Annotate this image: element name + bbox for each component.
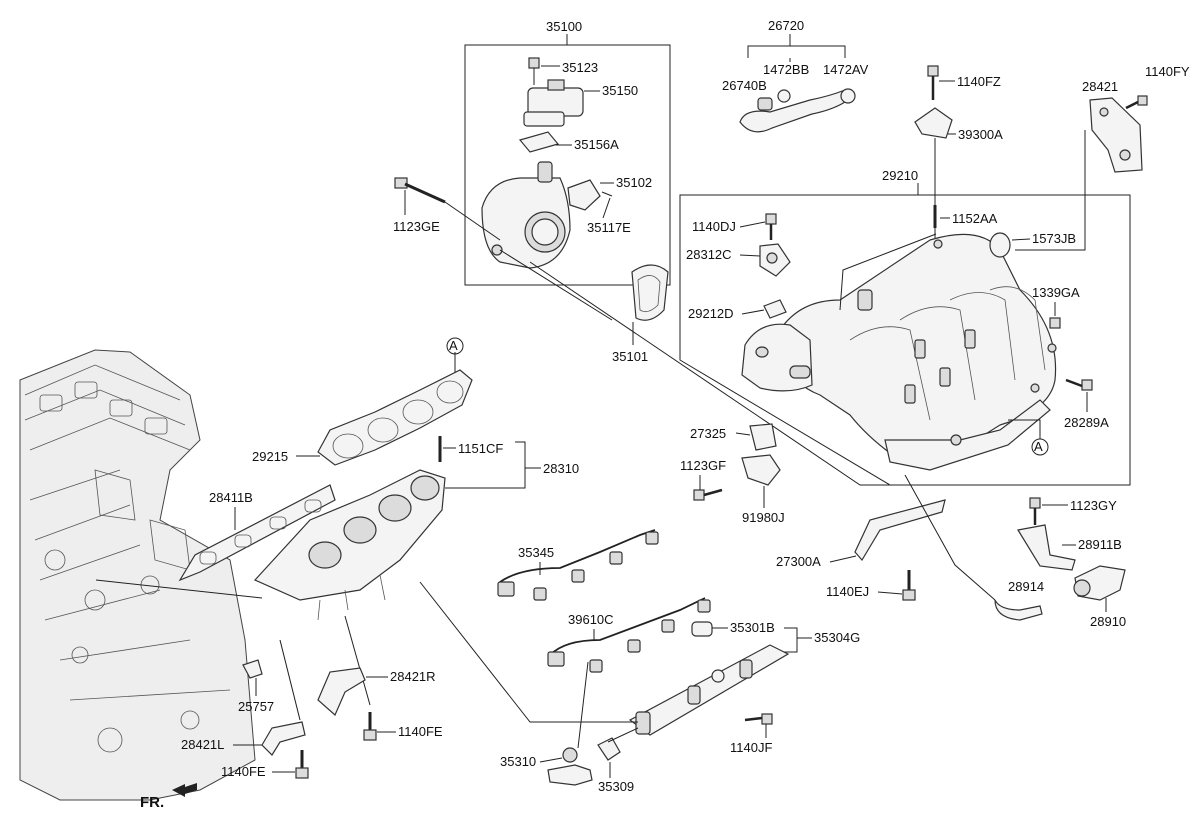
- label-1123GF: 1123GF: [680, 458, 726, 473]
- label-26720: 26720: [768, 18, 804, 33]
- throttle-body-group: [464, 34, 671, 286]
- label-27300A: 27300A: [776, 554, 821, 569]
- label-28411B: 28411B: [209, 490, 253, 505]
- label-28914: 28914: [1008, 579, 1044, 594]
- fuel-rail: [628, 621, 790, 736]
- bracket-28421l: [261, 721, 309, 779]
- gasket-35156a: [518, 131, 560, 153]
- bracket-28421: [1089, 95, 1148, 173]
- intake-manifold-group: [679, 183, 1131, 486]
- label-1151CF: 1151CF: [458, 441, 503, 456]
- label-28910: 28910: [1090, 614, 1126, 629]
- label-26740B: 26740B: [722, 78, 767, 93]
- label-1123GE: 1123GE: [393, 219, 440, 234]
- label-25757: 25757: [238, 699, 274, 714]
- label-1339GA: 1339GA: [1032, 285, 1080, 300]
- label-1123GY: 1123GY: [1070, 498, 1117, 513]
- front-arrow-icon: [172, 783, 197, 797]
- label-1140FY: 1140FY: [1145, 64, 1190, 79]
- harness-39610c: [547, 597, 711, 673]
- label-39610C: 39610C: [568, 612, 614, 627]
- vacuum-hose: [739, 34, 856, 133]
- label-35150: 35150: [602, 83, 638, 98]
- label-35100: 35100: [546, 19, 582, 34]
- label-35101: 35101: [612, 349, 648, 364]
- label-1472AV: 1472AV: [823, 62, 869, 77]
- fuel-injector: [547, 737, 621, 786]
- label-29212D: 29212D: [688, 306, 734, 321]
- label-28312C: 28312C: [686, 247, 732, 262]
- label-28421L: 28421L: [181, 737, 224, 752]
- clip-25757: [242, 659, 263, 679]
- label-28310: 28310: [543, 461, 579, 476]
- pcv-valve: [994, 497, 1126, 621]
- label-1140FE-right: 1140FE: [398, 724, 443, 739]
- label-27325: 27325: [690, 426, 726, 441]
- label-91980J: 91980J: [742, 510, 785, 525]
- label-1140FZ: 1140FZ: [957, 74, 1001, 89]
- label-1152AA: 1152AA: [952, 211, 998, 226]
- label-28421R: 28421R: [390, 669, 436, 684]
- bolt-1123ge: [394, 177, 446, 204]
- ref-a-top-label: A: [449, 338, 458, 353]
- label-35309: 35309: [598, 779, 634, 794]
- ref-a-top: [446, 337, 464, 355]
- engine-block: [19, 349, 256, 801]
- intake-runner-28310: [253, 469, 446, 621]
- label-1573JB: 1573JB: [1032, 231, 1076, 246]
- label-35301B: 35301B: [730, 620, 775, 635]
- label-29210: 29210: [882, 168, 918, 183]
- ref-a-right-label: A: [1034, 439, 1043, 454]
- label-1472BB: 1472BB: [763, 62, 809, 77]
- label-1140EJ: 1140EJ: [826, 584, 869, 599]
- gasket-29215: [317, 369, 473, 466]
- label-28911B: 28911B: [1078, 537, 1122, 552]
- label-39300A: 39300A: [958, 127, 1003, 142]
- label-35156A: 35156A: [574, 137, 619, 152]
- label-1140DJ: 1140DJ: [692, 219, 736, 234]
- harness-35345: [497, 529, 659, 601]
- label-35117E: 35117E: [587, 220, 631, 235]
- label-1140FE-left: 1140FE: [221, 764, 266, 779]
- front-label: FR.: [140, 794, 164, 811]
- label-35310: 35310: [500, 754, 536, 769]
- label-29215: 29215: [252, 449, 288, 464]
- bolt-1140ej: [902, 570, 916, 601]
- sensor-27325: [693, 423, 781, 501]
- label-1140JF: 1140JF: [730, 740, 772, 755]
- gasket-35101: [631, 264, 669, 321]
- bracket-27300a: [854, 499, 946, 562]
- label-35345: 35345: [518, 545, 554, 560]
- bracket-28421r: [317, 667, 377, 741]
- gasket-28411b: [178, 484, 336, 582]
- label-28289A: 28289A: [1064, 415, 1109, 430]
- label-35304G: 35304G: [814, 630, 860, 645]
- label-35123: 35123: [562, 60, 598, 75]
- throttle-sensor: [567, 179, 601, 211]
- label-35102: 35102: [616, 175, 652, 190]
- label-28421: 28421: [1082, 79, 1118, 94]
